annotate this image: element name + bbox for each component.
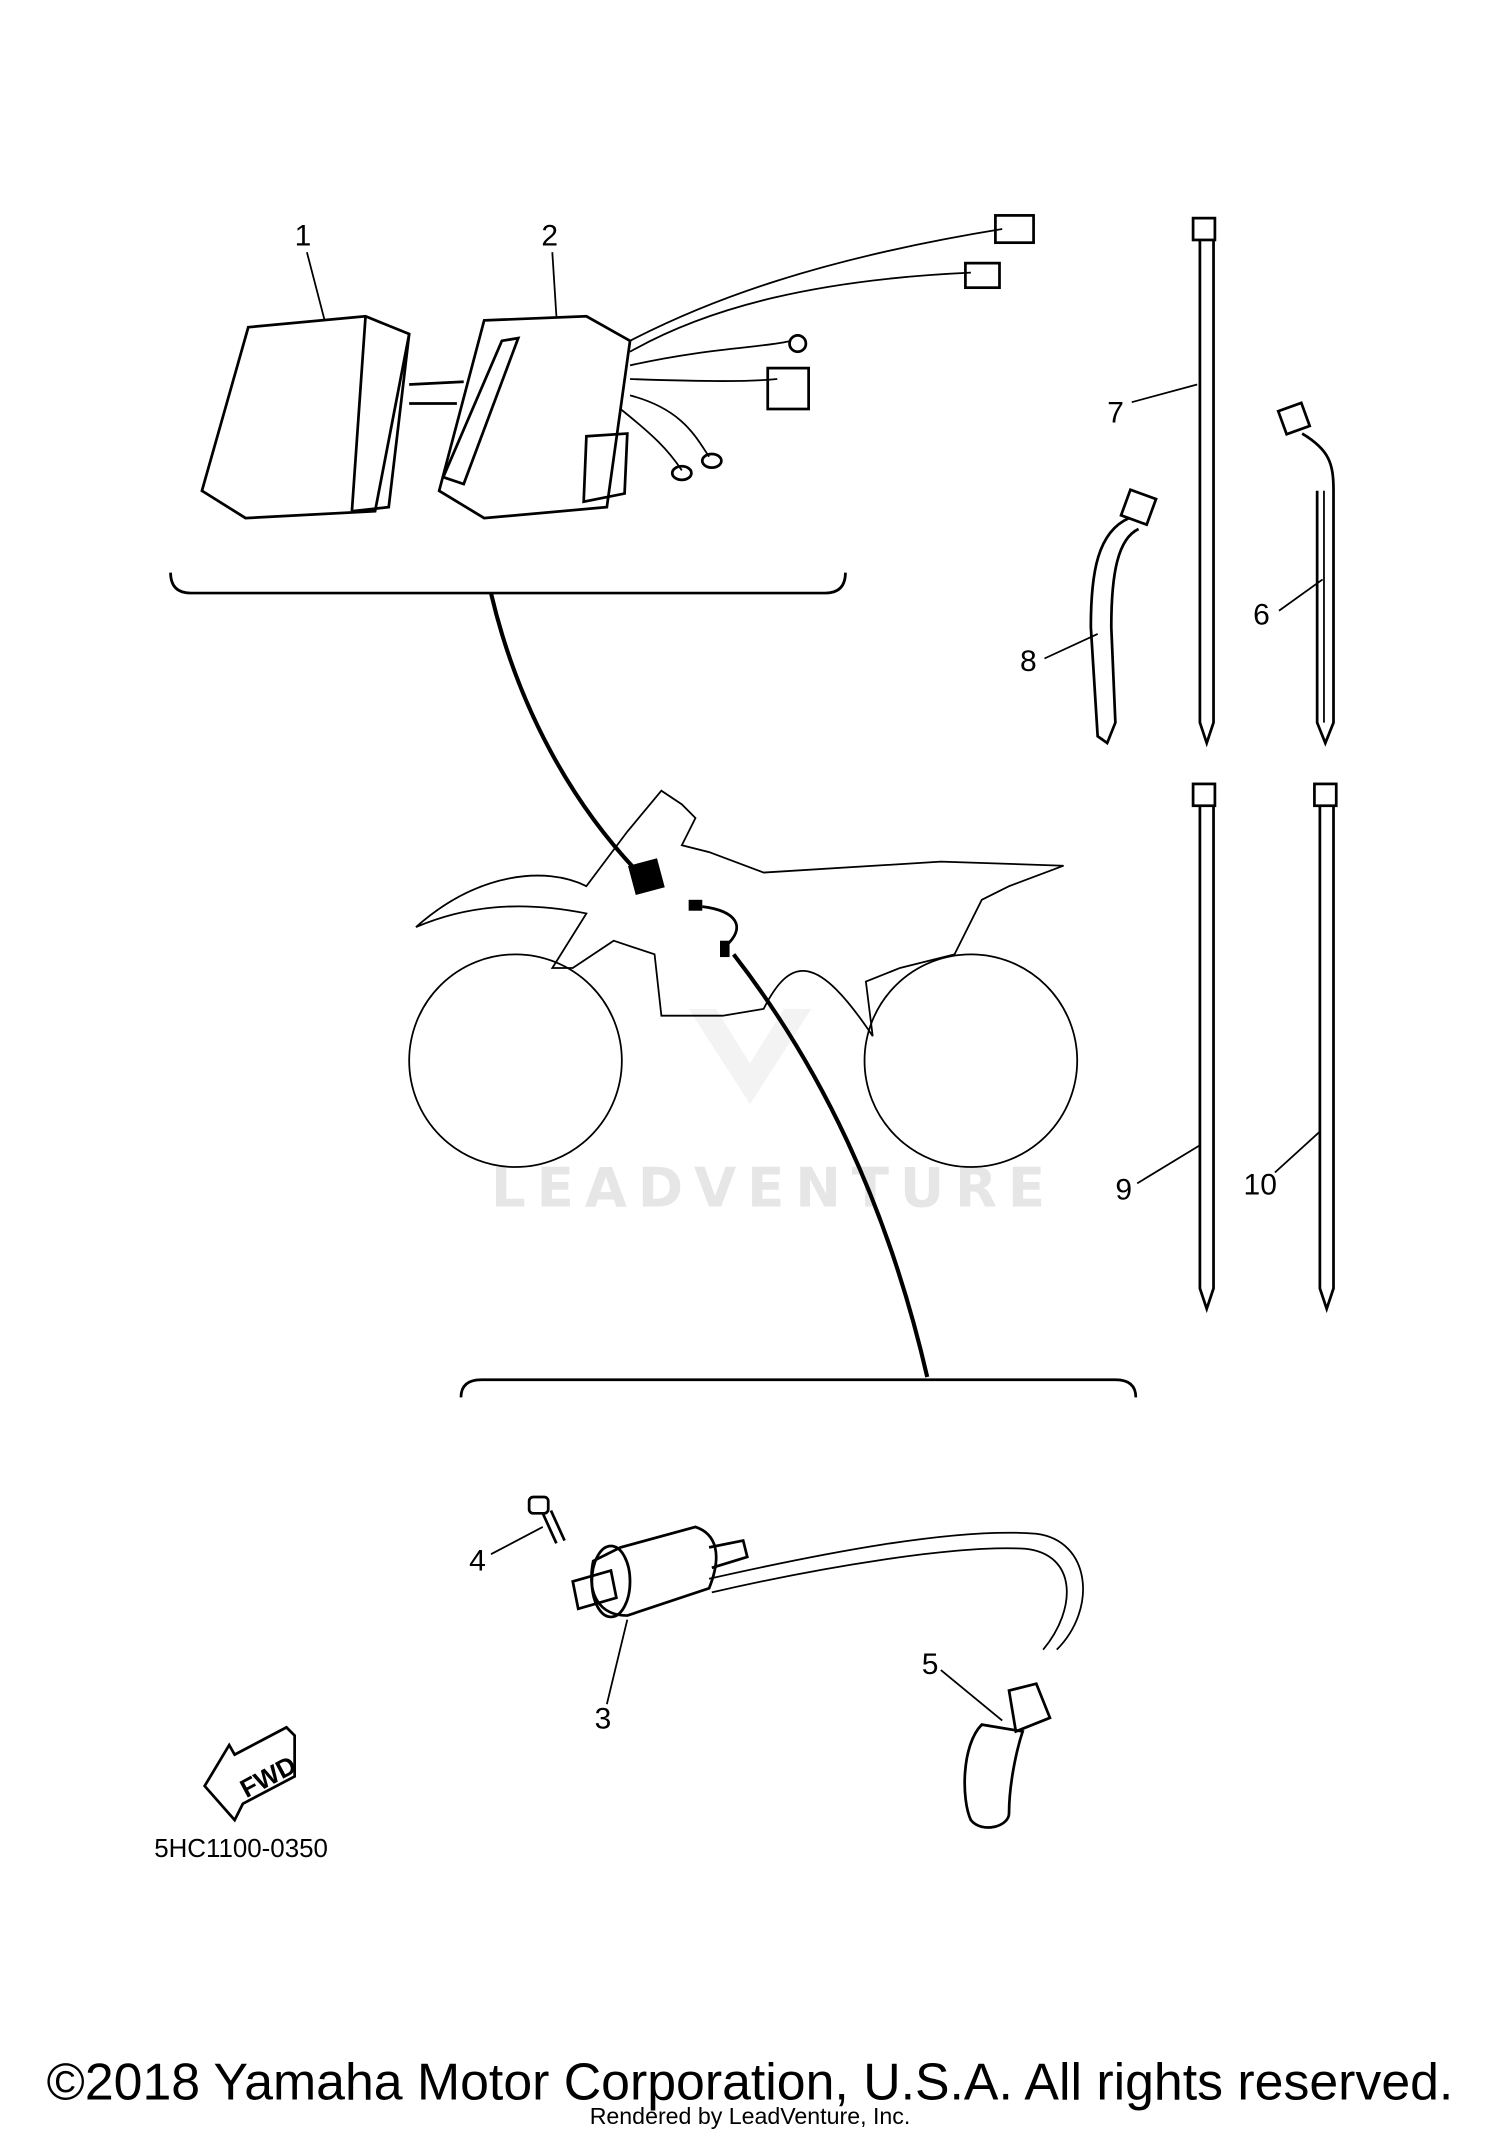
callout-leaders	[306, 251, 1324, 1722]
watermark-text: LEADVENTURE	[491, 1156, 1056, 1220]
cable-tie-part-9	[1191, 782, 1217, 1314]
callout-10: 10	[1244, 1168, 1277, 1201]
callout-7: 7	[1107, 397, 1124, 430]
callout-4: 4	[469, 1545, 486, 1578]
cable-tie-part-6	[1276, 401, 1335, 747]
spark-plug-cap-part-5	[963, 1682, 1052, 1829]
cdi-unit-part-1	[200, 314, 464, 520]
rendered-by-notice: Rendered by LeadVenture, Inc.	[590, 2103, 911, 2129]
fwd-label: FWD	[236, 1751, 301, 1803]
callout-9: 9	[1115, 1174, 1132, 1207]
part-code: 5HC1100-0350	[154, 1835, 328, 1863]
watermark-logo	[688, 1008, 812, 1105]
callout-6: 6	[1253, 598, 1270, 631]
motorcycle-outline	[408, 789, 1079, 1168]
cable-tie-part-8	[1089, 487, 1158, 746]
copyright-notice: ©2018 Yamaha Motor Corporation, U.S.A. A…	[47, 2053, 1454, 2111]
callout-bracket-bottom	[459, 1378, 1138, 1398]
fwd-arrow-icon: FWD	[202, 1725, 301, 1823]
callout-8: 8	[1020, 645, 1037, 678]
ignition-coil-part-3	[571, 1525, 1084, 1651]
wire-harness-part-2	[437, 214, 1035, 520]
cable-tie-part-10	[1313, 782, 1338, 1314]
callout-2: 2	[541, 219, 558, 252]
callout-bracket-top	[169, 572, 847, 595]
leader-line-top	[488, 592, 640, 874]
leader-line-bottom	[732, 953, 930, 1378]
cable-tie-part-7	[1191, 216, 1217, 748]
callout-5: 5	[922, 1648, 939, 1681]
callout-3: 3	[595, 1703, 612, 1736]
callout-1: 1	[295, 219, 312, 252]
bolt-part-4	[527, 1495, 566, 1544]
